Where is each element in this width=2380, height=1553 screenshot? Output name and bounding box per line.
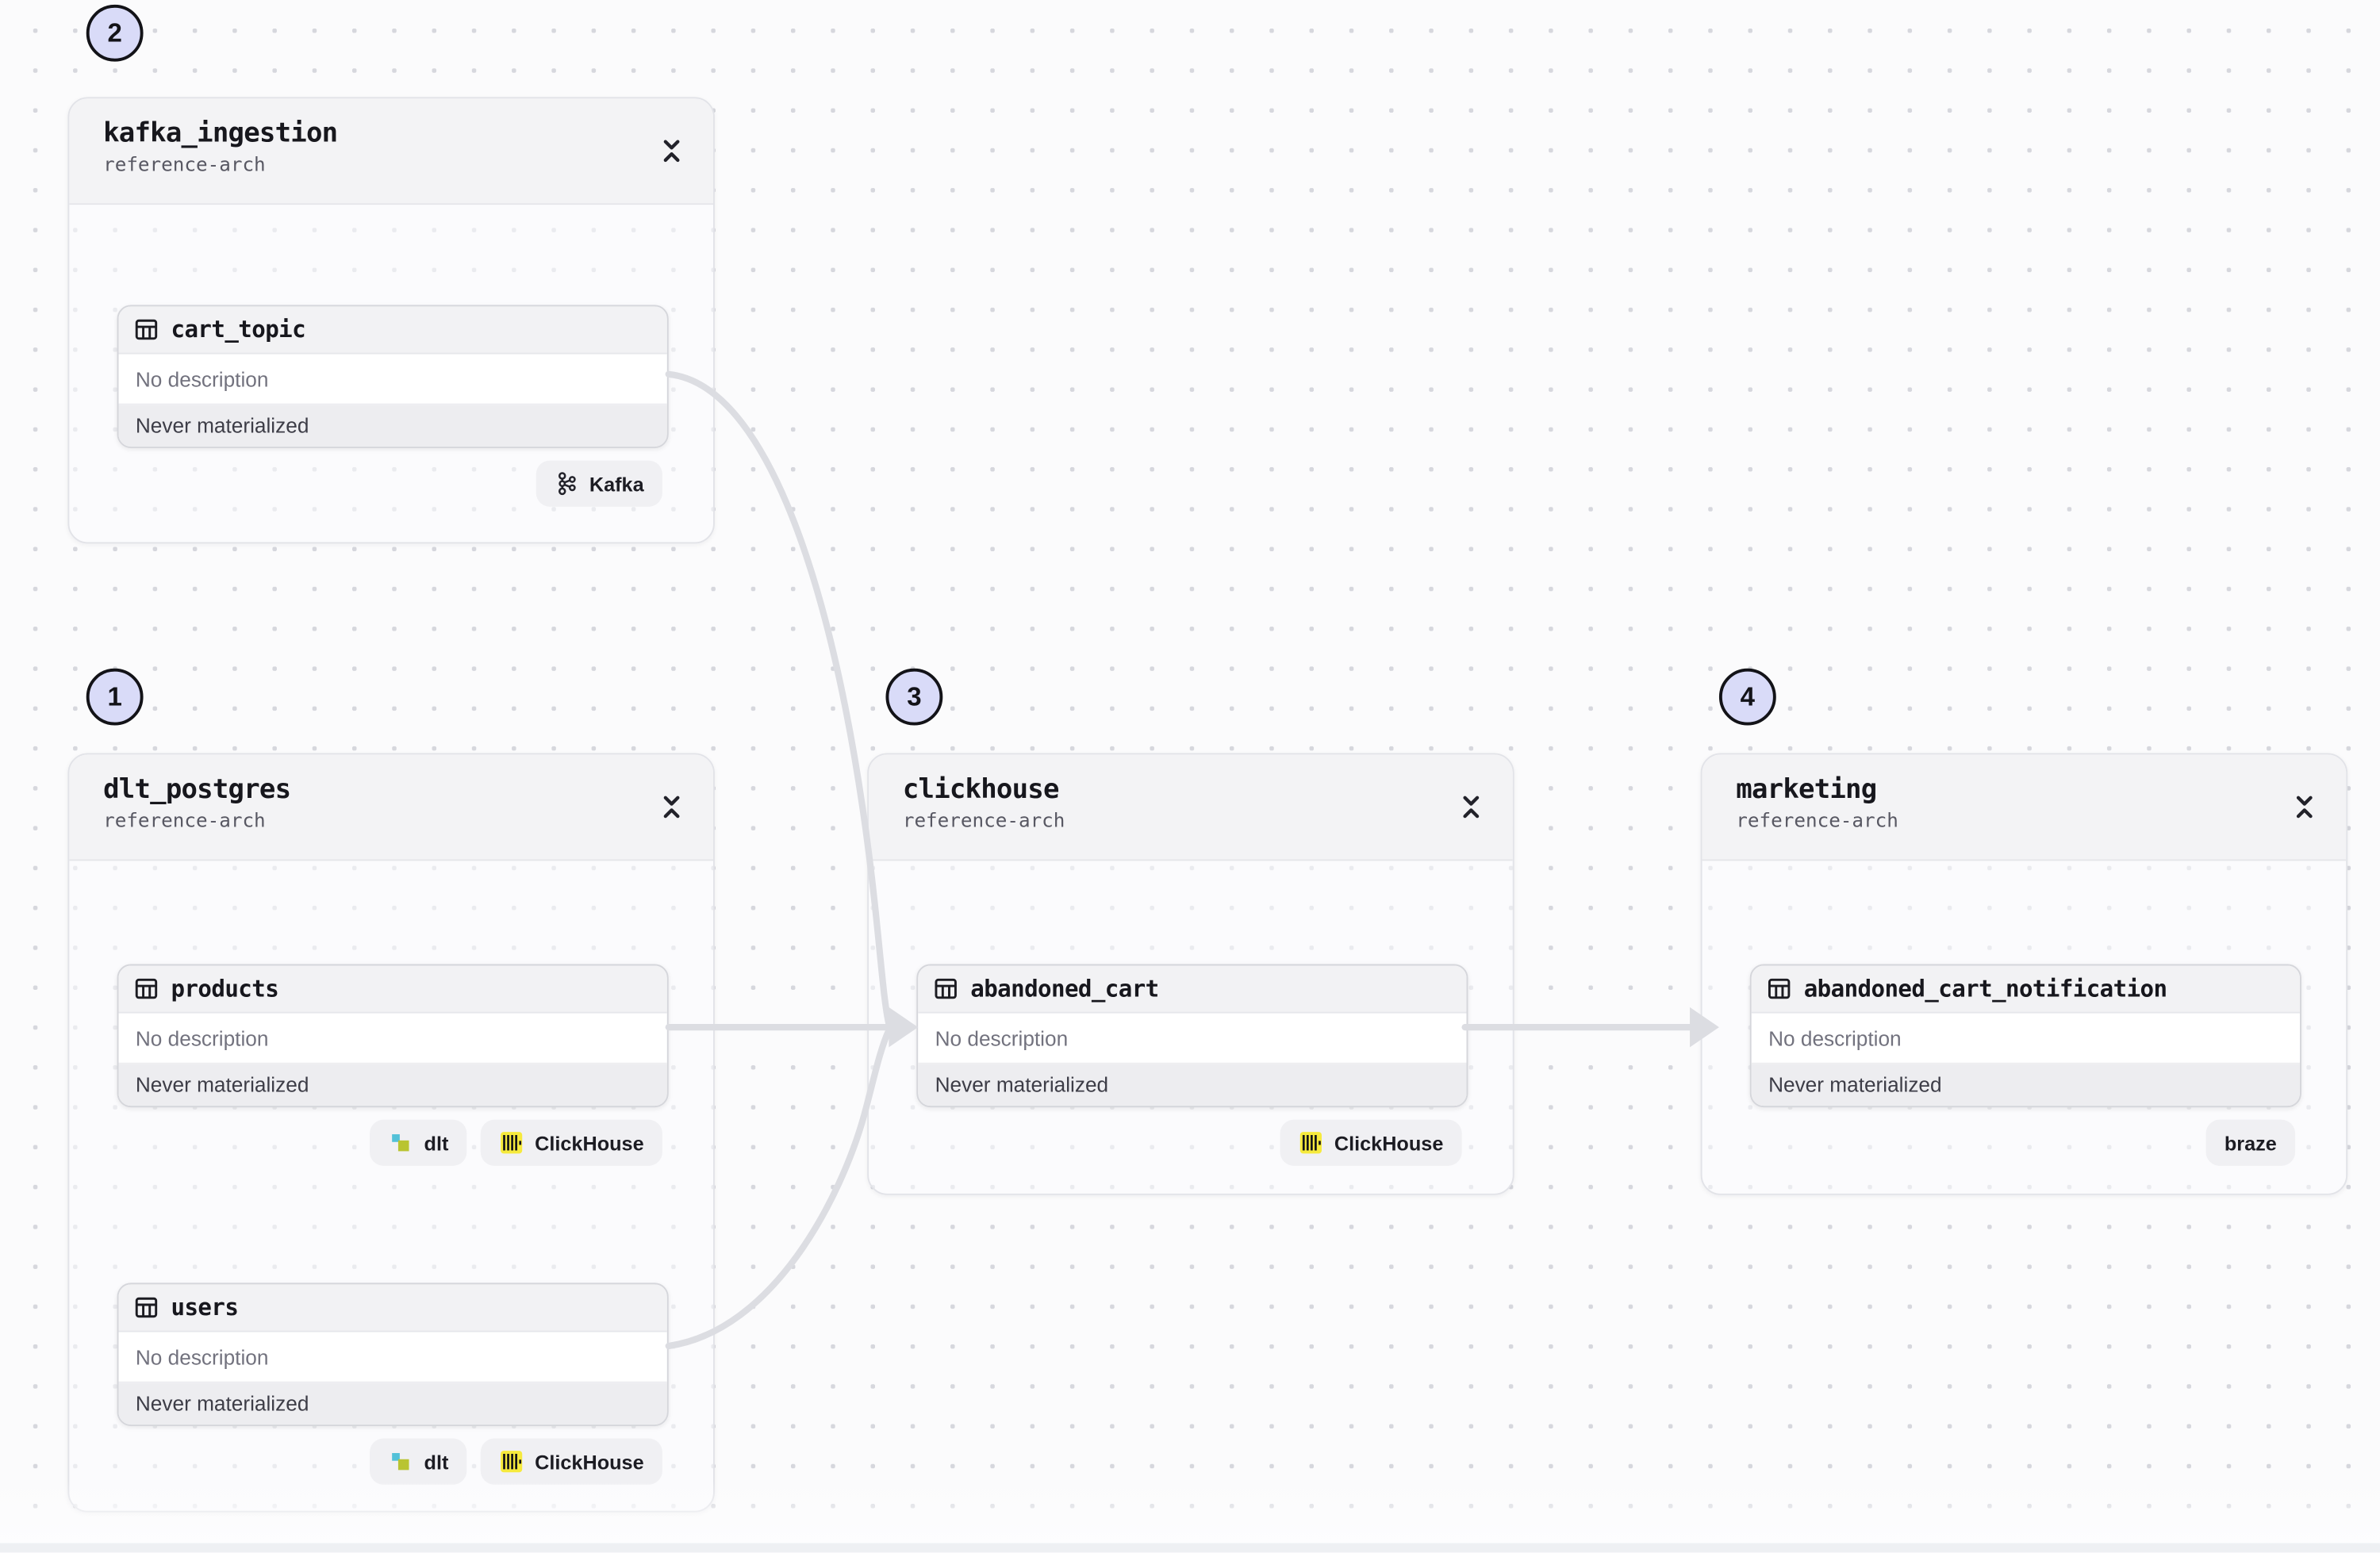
asset-description: No description	[118, 1013, 667, 1064]
tag-row: braze	[2205, 1119, 2296, 1166]
group-title: dlt_postgres	[103, 774, 291, 806]
asset-status: Never materialized	[118, 1064, 667, 1106]
asset-name: abandoned_cart	[970, 975, 1159, 1003]
asset-group-card-marketing: marketing reference-arch abandoned_cart_…	[1700, 753, 2348, 1195]
asset-node-cart-topic[interactable]: cart_topic No description Never material…	[117, 305, 669, 449]
step-badge-1: 1	[86, 668, 144, 726]
table-icon	[135, 978, 158, 999]
group-title: clickhouse	[902, 774, 1060, 806]
asset-name: cart_topic	[171, 316, 306, 343]
asset-group-card-dlt-postgres: dlt_postgres reference-arch products No	[67, 753, 715, 1513]
clickhouse-icon	[501, 1132, 523, 1154]
group-header: kafka_ingestion reference-arch	[69, 98, 714, 205]
asset-description: No description	[1751, 1013, 2300, 1064]
asset-description: No description	[918, 1013, 1467, 1064]
tag-label: braze	[2224, 1131, 2277, 1155]
asset-header: products	[118, 965, 667, 1014]
tag-braze: braze	[2205, 1119, 2296, 1166]
asset-name: abandoned_cart_notification	[1803, 975, 2167, 1003]
tag-label: Kafka	[589, 472, 644, 496]
asset-node-abandoned-cart[interactable]: abandoned_cart No description Never mate…	[916, 964, 1468, 1108]
group-header: clickhouse reference-arch	[869, 754, 1513, 861]
asset-name: users	[171, 1294, 239, 1321]
dlt-icon	[392, 1452, 410, 1471]
collapse-group-button[interactable]	[2287, 785, 2321, 828]
group-subtitle: reference-arch	[103, 808, 266, 832]
clickhouse-icon	[1300, 1132, 1322, 1154]
asset-status: Never materialized	[918, 1064, 1467, 1106]
tag-row: dlt ClickHouse	[370, 1438, 662, 1485]
asset-name: products	[171, 975, 279, 1003]
tag-clickhouse: ClickHouse	[481, 1438, 662, 1485]
asset-description: No description	[118, 354, 667, 405]
table-icon	[135, 1297, 158, 1318]
asset-node-products[interactable]: products No description Never materializ…	[117, 964, 669, 1108]
tag-label: ClickHouse	[1334, 1131, 1444, 1155]
step-badge-2: 2	[86, 4, 144, 62]
tag-dlt: dlt	[370, 1438, 467, 1485]
tag-label: dlt	[424, 1450, 449, 1474]
tag-kafka: Kafka	[535, 460, 662, 507]
table-icon	[135, 319, 158, 340]
group-subtitle: reference-arch	[902, 808, 1065, 832]
collapse-group-button[interactable]	[654, 785, 689, 828]
group-header: dlt_postgres reference-arch	[69, 754, 714, 861]
asset-group-card-kafka-ingestion: kafka_ingestion reference-arch cart_topi…	[67, 97, 715, 544]
asset-group-card-clickhouse: clickhouse reference-arch abandoned_cart	[867, 753, 1514, 1195]
asset-header: cart_topic	[118, 306, 667, 355]
collapse-vertical-icon	[2296, 796, 2313, 819]
kafka-icon	[558, 472, 575, 496]
asset-header: abandoned_cart_notification	[1751, 965, 2300, 1014]
group-title: marketing	[1736, 774, 1877, 806]
dlt-icon	[392, 1134, 410, 1152]
clickhouse-icon	[501, 1451, 523, 1473]
tag-row: dlt ClickHouse	[370, 1119, 662, 1166]
collapse-vertical-icon	[663, 796, 680, 819]
tag-clickhouse: ClickHouse	[481, 1119, 662, 1166]
collapse-vertical-icon	[1463, 796, 1480, 819]
tag-label: ClickHouse	[535, 1131, 644, 1155]
asset-description: No description	[118, 1332, 667, 1383]
asset-header: abandoned_cart	[918, 965, 1467, 1014]
asset-node-users[interactable]: users No description Never materialized	[117, 1283, 669, 1427]
tag-label: ClickHouse	[535, 1450, 644, 1474]
step-badge-4: 4	[1718, 668, 1776, 726]
step-badge-3: 3	[885, 668, 943, 726]
table-icon	[935, 978, 957, 999]
asset-status: Never materialized	[1751, 1064, 2300, 1106]
group-subtitle: reference-arch	[103, 152, 266, 176]
tag-row: Kafka	[535, 460, 662, 507]
collapse-group-button[interactable]	[1454, 785, 1488, 828]
tag-row: ClickHouse	[1280, 1119, 1462, 1166]
group-subtitle: reference-arch	[1736, 808, 1898, 832]
collapse-group-button[interactable]	[654, 129, 689, 172]
group-header: marketing reference-arch	[1702, 754, 2347, 861]
asset-status: Never materialized	[118, 1382, 667, 1425]
group-title: kafka_ingestion	[103, 118, 338, 150]
table-icon	[1768, 978, 1791, 999]
asset-header: users	[118, 1284, 667, 1333]
asset-status: Never materialized	[118, 405, 667, 447]
tag-clickhouse: ClickHouse	[1280, 1119, 1462, 1166]
tag-label: dlt	[424, 1131, 449, 1155]
asset-node-abandoned-cart-notification[interactable]: abandoned_cart_notification No descripti…	[1749, 964, 2301, 1108]
tag-dlt: dlt	[370, 1119, 467, 1166]
collapse-vertical-icon	[663, 140, 680, 163]
bottom-band	[0, 1543, 2380, 1553]
